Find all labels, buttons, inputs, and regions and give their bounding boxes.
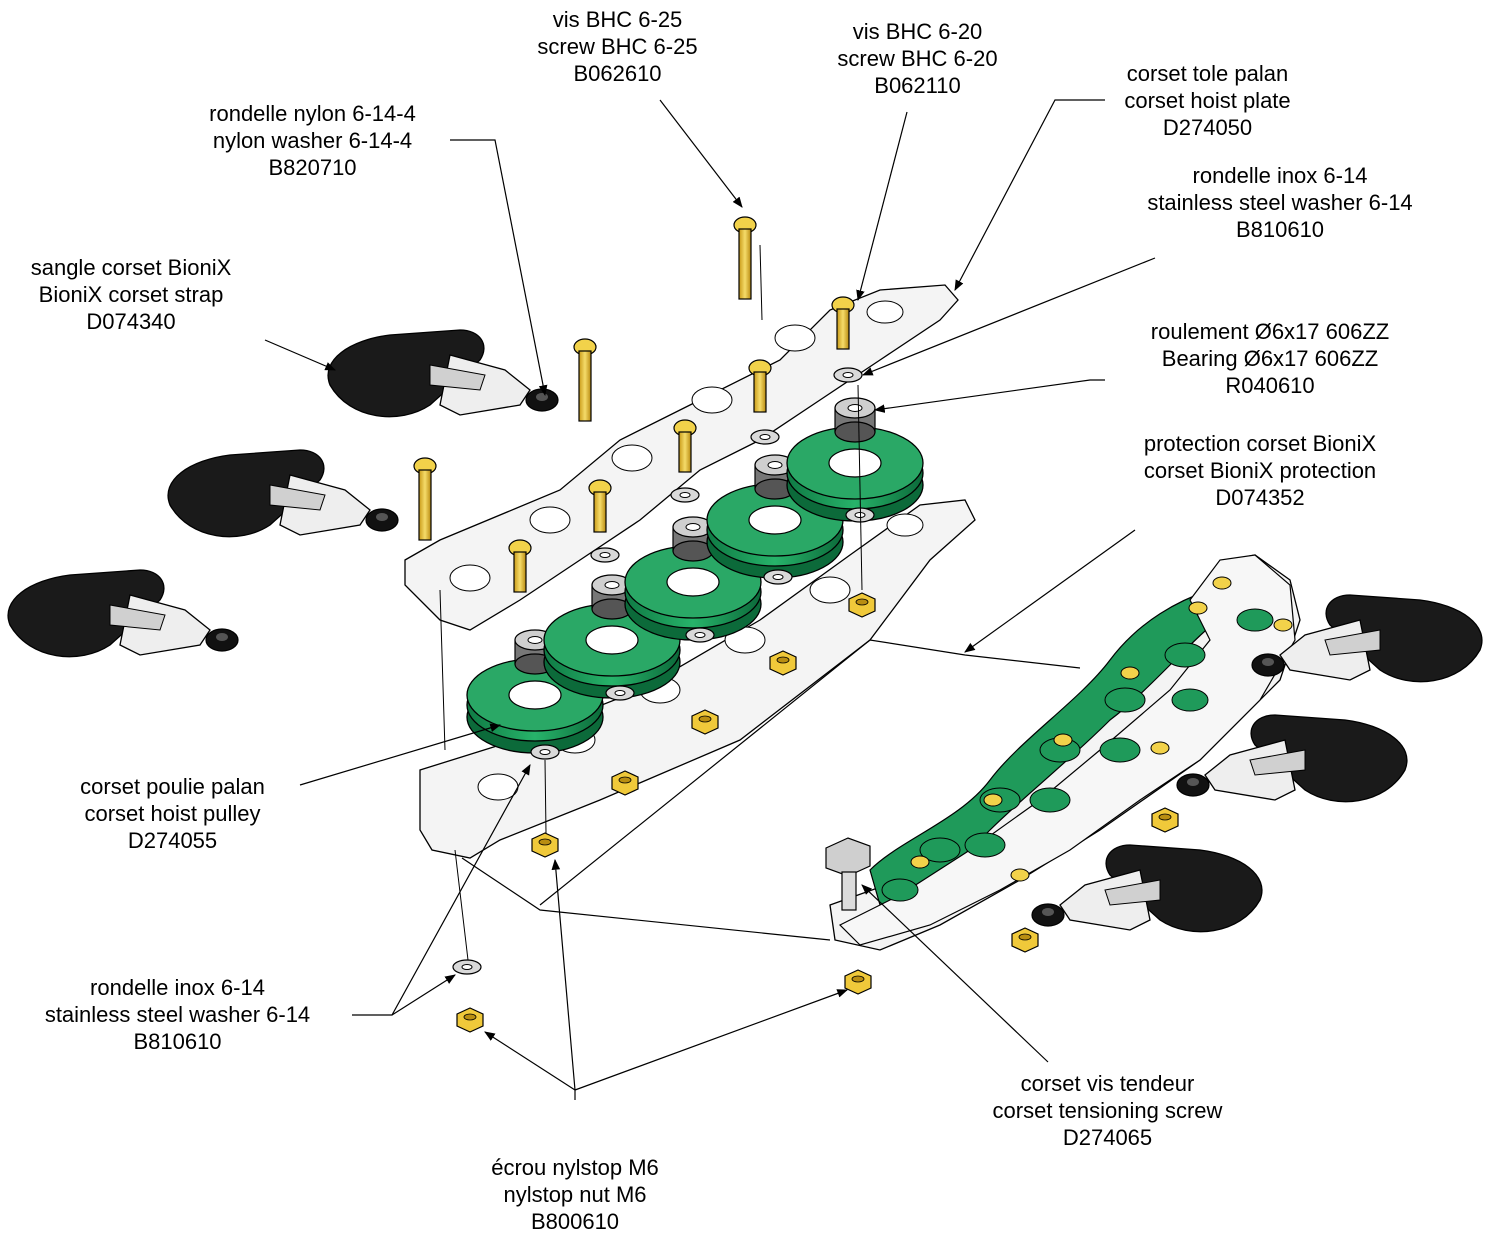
part-ref: B062110 — [874, 73, 961, 98]
part-ref: D074340 — [86, 309, 176, 334]
label-en: corset BioniX protection — [1143, 458, 1377, 483]
label-fr: écrou nylstop M6 — [491, 1155, 659, 1180]
label-en: stainless steel washer 6-14 — [1147, 190, 1413, 215]
part-ref: B810610 — [133, 1029, 222, 1054]
part-ref: D274065 — [1062, 1125, 1153, 1150]
callout-nylon-washer: rondelle nylon 6-14-4 nylon washer 6-14-… — [180, 100, 445, 181]
label-en: Bearing Ø6x17 606ZZ — [1161, 346, 1379, 371]
callout-strap: sangle corset BioniX BioniX corset strap… — [0, 254, 262, 335]
part-ref: D274050 — [1162, 115, 1253, 140]
connector-lines — [461, 639, 1081, 941]
label-fr: roulement Ø6x17 606ZZ — [1150, 319, 1390, 344]
callout-protection: protection corset BioniX corset BioniX p… — [1105, 430, 1415, 511]
label-en: corset hoist plate — [1124, 88, 1291, 113]
callout-hoist-plate: corset tole palan corset hoist plate D27… — [1095, 60, 1320, 141]
label-fr: rondelle inox 6-14 — [90, 975, 265, 1000]
label-fr: sangle corset BioniX — [30, 255, 232, 280]
label-fr: vis BHC 6-20 — [852, 19, 983, 44]
label-fr: protection corset BioniX — [1143, 431, 1377, 456]
label-fr: vis BHC 6-25 — [552, 7, 683, 32]
label-en: screw BHC 6-25 — [537, 34, 698, 59]
callout-stainless-washer-bottom: rondelle inox 6-14 stainless steel washe… — [5, 974, 350, 1055]
callout-nylstop-nut: écrou nylstop M6 nylstop nut M6 B800610 — [465, 1154, 685, 1235]
callout-screw-bhc-6-20: vis BHC 6-20 screw BHC 6-20 B062110 — [810, 18, 1025, 99]
part-ref: B062610 — [573, 61, 662, 86]
label-en: BioniX corset strap — [38, 282, 224, 307]
callout-tensioning-screw: corset vis tendeur corset tensioning scr… — [955, 1070, 1260, 1151]
callout-screw-bhc-6-25: vis BHC 6-25 screw BHC 6-25 B062610 — [510, 6, 725, 87]
assembly-axis-lines — [439, 244, 863, 961]
label-fr: rondelle inox 6-14 — [1192, 163, 1368, 188]
callout-hoist-pulley: corset poulie palan corset hoist pulley … — [50, 773, 295, 854]
label-en: stainless steel washer 6-14 — [44, 1002, 311, 1027]
label-en: nylon washer 6-14-4 — [212, 128, 413, 153]
label-en: corset tensioning screw — [992, 1098, 1223, 1123]
label-en: nylstop nut M6 — [503, 1182, 647, 1207]
callout-bearing: roulement Ø6x17 606ZZ Bearing Ø6x17 606Z… — [1110, 318, 1430, 399]
label-fr: corset vis tendeur — [1020, 1071, 1195, 1096]
part-ref: B810610 — [1235, 217, 1325, 242]
tensioning-screw — [825, 837, 871, 911]
part-ref: B800610 — [530, 1209, 620, 1234]
label-en: screw BHC 6-20 — [837, 46, 998, 71]
part-ref: R040610 — [1225, 373, 1315, 398]
label-fr: rondelle nylon 6-14-4 — [209, 101, 416, 126]
part-ref: D074352 — [1215, 485, 1305, 510]
label-en: corset hoist pulley — [84, 801, 261, 826]
label-fr: corset tole palan — [1126, 61, 1289, 86]
leader-lines — [264, 99, 1156, 1100]
part-ref: B820710 — [268, 155, 357, 180]
part-ref: D274055 — [127, 828, 218, 853]
callout-stainless-washer-top: rondelle inox 6-14 stainless steel washe… — [1110, 162, 1450, 243]
label-fr: corset poulie palan — [80, 774, 265, 799]
assembled-corset-view — [825, 554, 1483, 953]
